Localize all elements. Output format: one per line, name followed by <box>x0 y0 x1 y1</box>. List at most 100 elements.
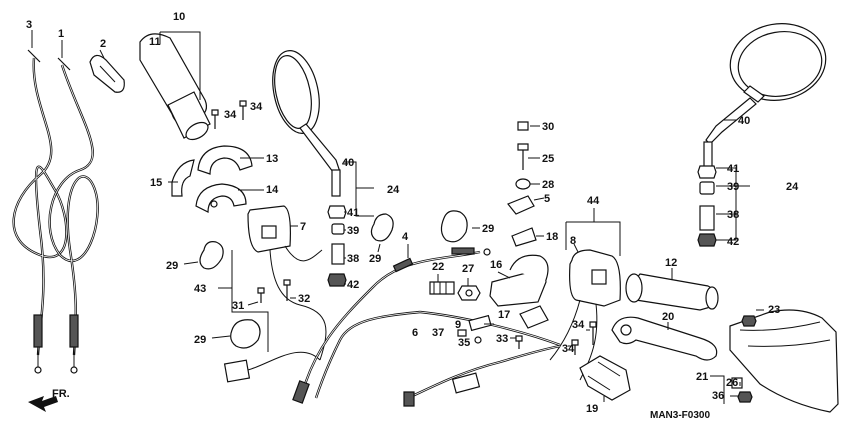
harness-lower <box>403 344 561 407</box>
screws-34 <box>211 100 247 129</box>
label-7: 7 <box>300 221 306 233</box>
right-grip-12 <box>625 273 719 311</box>
label-34-b: 34 <box>250 101 263 113</box>
label-28: 28 <box>542 179 554 191</box>
label-25: 25 <box>542 153 554 165</box>
label-42-a: 42 <box>347 279 359 291</box>
connector-left <box>223 351 321 383</box>
label-29-c: 29 <box>369 253 381 265</box>
right-switch-8 <box>549 249 621 381</box>
hand-guard-21 <box>729 309 839 413</box>
nut-27 <box>457 285 481 301</box>
bracket-44 <box>565 221 621 256</box>
label-42-b: 42 <box>727 236 739 248</box>
throttle-cables <box>12 49 99 374</box>
bracket-18 <box>511 227 537 247</box>
label-16: 16 <box>490 259 502 271</box>
label-34-c: 34 <box>572 319 585 331</box>
label-5: 5 <box>544 193 550 205</box>
label-33: 33 <box>496 333 508 345</box>
label-36: 36 <box>712 390 724 402</box>
brake-lever-20 <box>611 316 718 361</box>
clip-29-center <box>370 213 394 242</box>
label-2: 2 <box>100 38 106 50</box>
label-14: 14 <box>266 184 279 196</box>
left-switch-7 <box>247 205 327 361</box>
label-6: 6 <box>412 327 418 339</box>
clutch-cable-4 <box>298 247 491 403</box>
clip-29-upper <box>199 241 224 270</box>
label-15: 15 <box>150 177 162 189</box>
label-20: 20 <box>662 311 674 323</box>
screw-22 <box>429 281 455 295</box>
right-mirror <box>703 23 827 169</box>
label-41-b: 41 <box>727 163 739 175</box>
clamp-29-right <box>440 210 468 243</box>
holder-15 <box>171 159 195 197</box>
screw-32 <box>283 279 291 301</box>
label-39-b: 39 <box>727 181 739 193</box>
label-29-b: 29 <box>194 334 206 346</box>
label-29-a: 29 <box>166 260 178 272</box>
label-21: 21 <box>696 371 708 383</box>
label-4: 4 <box>402 231 409 243</box>
label-31: 31 <box>232 300 244 312</box>
label-35: 35 <box>458 337 470 349</box>
label-32: 32 <box>298 293 310 305</box>
label-3: 3 <box>26 19 32 31</box>
holder-14 <box>195 183 247 213</box>
bracket-43 <box>231 250 269 352</box>
label-38-a: 38 <box>347 253 359 265</box>
holder-13 <box>197 145 253 175</box>
washer-28 <box>515 178 531 190</box>
label-13: 13 <box>266 153 278 165</box>
label-30: 30 <box>542 121 554 133</box>
label-17: 17 <box>498 309 510 321</box>
label-23: 23 <box>768 304 780 316</box>
label-39-a: 39 <box>347 225 359 237</box>
label-34-d: 34 <box>562 343 575 355</box>
label-40-b: 40 <box>738 115 750 127</box>
throttle-cover-part <box>89 54 125 93</box>
label-29-d: 29 <box>482 223 494 235</box>
label-27: 27 <box>462 263 474 275</box>
part-labels: 1 2 3 4 5 6 7 8 9 10 11 12 13 14 15 16 1… <box>26 11 799 415</box>
label-38-b: 38 <box>727 209 739 221</box>
label-34-a: 34 <box>224 109 237 121</box>
front-arrow-icon <box>28 396 58 412</box>
left-mirror <box>272 50 341 197</box>
clip-29-lower <box>230 319 261 349</box>
label-26: 26 <box>726 377 738 389</box>
screw-33 <box>515 335 523 349</box>
label-1: 1 <box>58 28 64 40</box>
mirror-stack-right <box>697 165 717 247</box>
label-18: 18 <box>546 231 558 243</box>
fr-label: FR. <box>52 388 70 400</box>
label-40-a: 40 <box>342 157 354 169</box>
switch-19 <box>579 355 631 401</box>
label-9: 9 <box>455 319 461 331</box>
diagram-code: MAN3-F0300 <box>650 410 710 421</box>
leader-lines <box>31 30 764 404</box>
label-41-a: 41 <box>347 207 359 219</box>
label-22: 22 <box>432 261 444 273</box>
label-43: 43 <box>194 283 206 295</box>
lever-holder-16 <box>489 254 549 307</box>
holder-5 <box>507 195 535 215</box>
label-24-b: 24 <box>786 181 799 193</box>
screw-31 <box>257 287 265 303</box>
label-24: 24 <box>387 184 400 196</box>
parts-9-35-37 <box>457 314 492 344</box>
bolt-30 <box>517 121 529 131</box>
label-11: 11 <box>149 36 161 48</box>
screws-34-right <box>571 321 597 355</box>
label-44: 44 <box>587 195 600 207</box>
label-19: 19 <box>586 403 598 415</box>
label-8: 8 <box>570 235 576 247</box>
label-12: 12 <box>665 257 677 269</box>
left-grip <box>139 33 211 141</box>
label-37: 37 <box>432 327 444 339</box>
mirror-stack-left <box>327 205 347 287</box>
label-10: 10 <box>173 11 185 23</box>
